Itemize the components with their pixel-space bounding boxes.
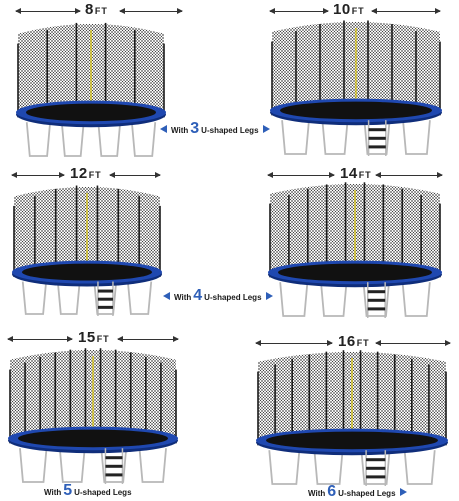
legs-label-4: With 4 U-shaped Legs bbox=[163, 287, 273, 305]
dimension-line-8ft bbox=[15, 8, 81, 14]
u-shaped-leg bbox=[126, 281, 153, 315]
dimension-line-12ft bbox=[11, 172, 65, 178]
size-label-16ft: 16FT bbox=[338, 333, 370, 350]
ladder-step bbox=[366, 466, 386, 470]
ladder-step bbox=[97, 305, 113, 309]
u-shaped-leg bbox=[19, 448, 48, 483]
dimension-line-10ft-right bbox=[371, 8, 441, 14]
arrow-right-icon bbox=[262, 125, 270, 133]
arrow-left-icon bbox=[160, 125, 167, 133]
u-shaped-leg bbox=[321, 120, 349, 155]
u-shaped-leg bbox=[100, 448, 128, 483]
trampoline-8ft: 8FT With 3 U-shaped Legs bbox=[0, 0, 459, 165]
legs-label-6: With 6 U-shaped Legs bbox=[308, 483, 407, 501]
jumping-mat bbox=[278, 263, 432, 282]
size-label-14ft: 14FT bbox=[340, 165, 372, 182]
dimension-line-12ft-right bbox=[109, 172, 161, 178]
u-shaped-leg bbox=[97, 122, 122, 157]
trampoline-10ft: 10FT bbox=[0, 0, 459, 165]
trampoline-illustration-15ft bbox=[8, 348, 178, 484]
legs-label-3: With 3 U-shaped Legs bbox=[160, 120, 270, 138]
trampoline-14ft: 14FT With 4 U-shaped Legs bbox=[163, 165, 443, 318]
dimension-line-14ft bbox=[267, 172, 335, 178]
ladder-step bbox=[105, 473, 123, 477]
dimension-line-15ft-right bbox=[117, 336, 179, 342]
u-shaped-leg bbox=[21, 281, 48, 315]
u-shaped-leg bbox=[56, 281, 81, 315]
dimension-line-15ft bbox=[7, 336, 73, 342]
trampoline-illustration-10ft bbox=[270, 20, 442, 156]
trampoline-12ft: 12FT bbox=[11, 165, 162, 316]
u-shaped-leg bbox=[130, 122, 157, 157]
u-shaped-leg bbox=[401, 282, 431, 317]
ladder-step bbox=[368, 136, 386, 140]
u-shaped-leg bbox=[138, 448, 167, 483]
ladder-step bbox=[368, 128, 386, 132]
trampoline-illustration-12ft bbox=[12, 185, 162, 316]
u-shaped-leg bbox=[362, 282, 390, 317]
ladder-step bbox=[366, 475, 386, 479]
ladder-step bbox=[366, 458, 386, 462]
dimension-line-8ft-right bbox=[119, 8, 183, 14]
u-shaped-leg bbox=[281, 120, 310, 155]
arrow-right-icon bbox=[399, 488, 407, 496]
u-shaped-leg bbox=[320, 282, 348, 317]
arrow-right-icon bbox=[265, 292, 273, 300]
legs-label-5: With 5 U-shaped Legs bbox=[44, 482, 132, 499]
ladder-step bbox=[105, 464, 123, 468]
jumping-mat bbox=[22, 263, 152, 281]
ladder-step bbox=[368, 145, 386, 149]
ladder-step bbox=[367, 298, 386, 302]
dimension-line-10ft bbox=[269, 8, 329, 14]
jumping-mat bbox=[18, 429, 168, 448]
jumping-mat bbox=[26, 103, 156, 122]
u-shaped-leg bbox=[93, 281, 118, 315]
size-label-10ft: 10FT bbox=[333, 1, 365, 18]
ladder-step bbox=[367, 307, 386, 311]
u-shaped-leg bbox=[360, 450, 391, 485]
u-shaped-leg bbox=[25, 122, 52, 157]
arrow-left-icon bbox=[163, 292, 170, 300]
jumping-mat bbox=[266, 431, 438, 450]
dimension-line-16ft bbox=[255, 340, 333, 346]
size-label-15ft: 15FT bbox=[78, 329, 110, 346]
size-label-12ft: 12FT bbox=[70, 165, 102, 182]
u-shaped-leg bbox=[313, 450, 344, 485]
ladder-step bbox=[367, 290, 386, 294]
ladder-step bbox=[97, 289, 113, 293]
u-shaped-leg bbox=[402, 120, 431, 155]
ladder-step bbox=[97, 297, 113, 301]
dimension-line-14ft-right bbox=[375, 172, 443, 178]
size-label-8ft: 8FT bbox=[85, 1, 108, 18]
u-shaped-leg bbox=[58, 448, 86, 483]
u-shaped-leg bbox=[363, 120, 391, 155]
trampoline-illustration-8ft bbox=[16, 22, 166, 157]
trampoline-illustration-16ft bbox=[256, 350, 448, 486]
u-shaped-leg bbox=[60, 122, 85, 157]
trampoline-illustration-14ft bbox=[268, 182, 442, 318]
dimension-line-16ft-right bbox=[375, 340, 451, 346]
u-shaped-leg bbox=[268, 450, 301, 485]
jumping-mat bbox=[280, 101, 432, 120]
u-shaped-leg bbox=[403, 450, 436, 485]
u-shaped-leg bbox=[279, 282, 309, 317]
ladder-step bbox=[105, 456, 123, 460]
